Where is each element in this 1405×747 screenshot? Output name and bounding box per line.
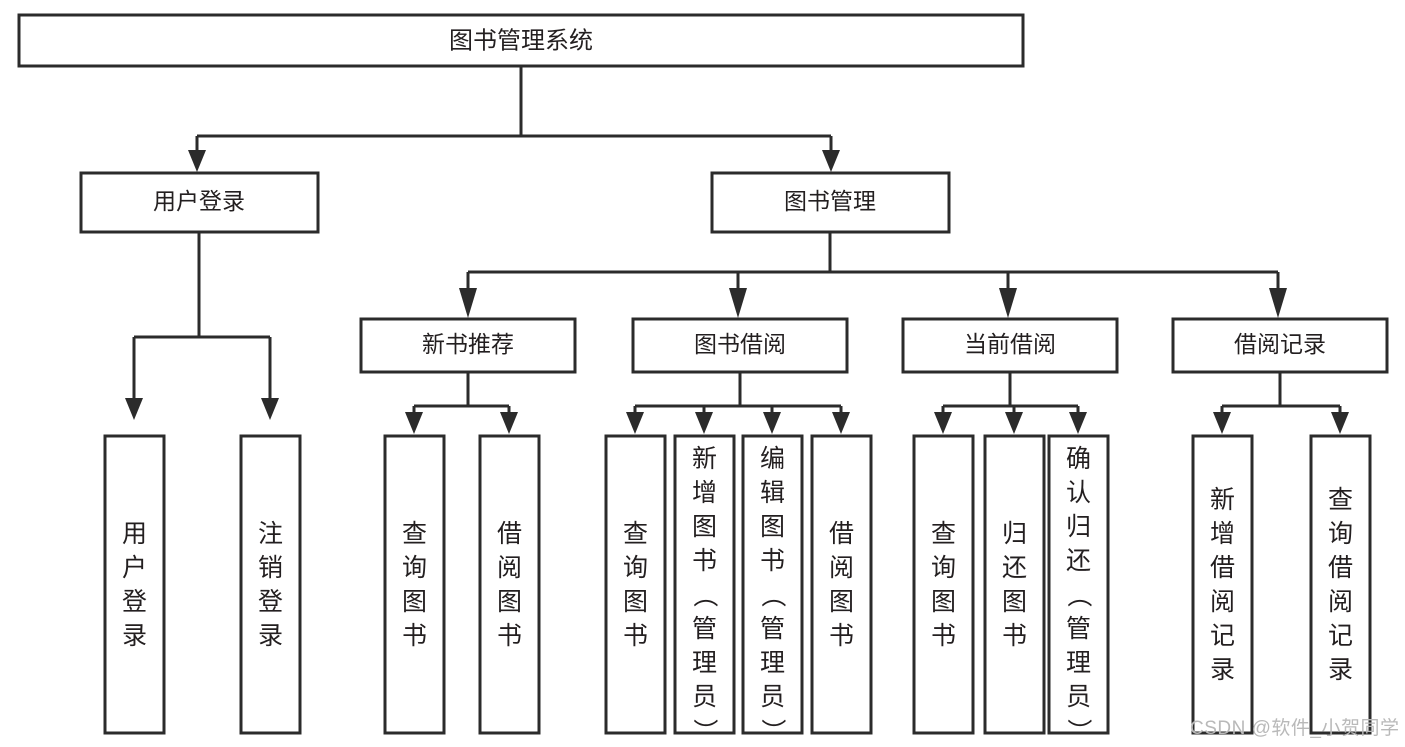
- leaf-box-borrow-book[interactable]: [810, 434, 873, 735]
- node-root-label: 图书管理系统: [449, 27, 593, 54]
- leaf-box-edit-book-admin[interactable]: [741, 434, 804, 735]
- leaf-box-logout-login[interactable]: [239, 434, 302, 735]
- node-current-borrow-label: 当前借阅: [964, 331, 1056, 357]
- leaf-box-return-book[interactable]: [983, 434, 1046, 735]
- node-user-login-label: 用户登录: [153, 188, 245, 214]
- arrow-root-to-userlogin: [188, 150, 206, 172]
- arrow-bookmgmt-to-record: [1269, 288, 1287, 318]
- leaf-box-borrow-book-recommend[interactable]: [478, 434, 541, 735]
- node-new-book-recommend-label: 新书推荐: [422, 331, 514, 357]
- arrow-bookborrow-leaf-2: [695, 412, 713, 434]
- node-root-box[interactable]: [17, 13, 1025, 68]
- watermark-text: CSDN @软件_小贺同学: [1190, 718, 1400, 739]
- node-book-borrow-box[interactable]: [631, 317, 849, 374]
- node-borrow-record-box[interactable]: [1171, 317, 1389, 374]
- leaf-box-query-book-borrow[interactable]: [604, 434, 667, 735]
- node-book-borrow-label: 图书借阅: [694, 331, 786, 357]
- node-book-management-box[interactable]: [710, 171, 951, 234]
- leaf-box-query-borrow-record[interactable]: [1309, 434, 1372, 735]
- leaf-box-confirm-return-admin[interactable]: [1047, 434, 1110, 735]
- arrow-bookborrow-leaf-1: [626, 412, 644, 434]
- node-borrow-record-label: 借阅记录: [1234, 331, 1326, 357]
- arrow-newbook-leaf-1: [405, 412, 423, 434]
- arrow-newbook-leaf-2: [500, 412, 518, 434]
- leaf-box-user-login[interactable]: [103, 434, 166, 735]
- arrow-borrowrecord-leaf-2: [1331, 412, 1349, 434]
- arrow-currentborrow-leaf-3: [1069, 412, 1087, 434]
- arrow-userlogin-leaf-1: [125, 398, 143, 420]
- node-book-management-label: 图书管理: [784, 188, 876, 214]
- leaf-box-add-borrow-record[interactable]: [1191, 434, 1254, 735]
- arrow-bookborrow-leaf-4: [832, 412, 850, 434]
- arrow-bookmgmt-to-borrow: [729, 288, 747, 318]
- arrow-userlogin-leaf-2: [261, 398, 279, 420]
- arrow-bookmgmt-to-current: [999, 288, 1017, 318]
- leaf-box-query-book-recommend[interactable]: [383, 434, 446, 735]
- arrow-currentborrow-leaf-2: [1005, 412, 1023, 434]
- arrow-bookmgmt-to-newbook: [459, 288, 477, 318]
- leaf-box-add-book-admin[interactable]: [673, 434, 736, 735]
- arrow-currentborrow-leaf-1: [934, 412, 952, 434]
- arrow-bookborrow-leaf-3: [763, 412, 781, 434]
- node-new-book-recommend-box[interactable]: [359, 317, 577, 374]
- arrow-borrowrecord-leaf-1: [1213, 412, 1231, 434]
- leaf-box-query-book-current[interactable]: [912, 434, 975, 735]
- node-current-borrow-box[interactable]: [901, 317, 1119, 374]
- arrow-root-to-bookmgmt: [822, 150, 840, 172]
